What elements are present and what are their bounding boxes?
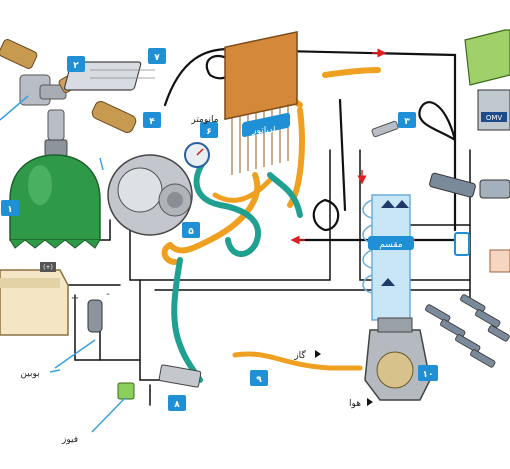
badge-2: ۲ — [67, 56, 85, 72]
radiator-label-box: رادیاتور — [242, 112, 290, 137]
svg-text:۱۰: ۱۰ — [423, 370, 434, 380]
air-arrow-icon — [367, 398, 373, 406]
battery-icon: (+) — [0, 262, 69, 336]
badge-4: ۴ — [143, 112, 161, 128]
battery-minus: - — [106, 289, 110, 300]
map-sensor-icon — [429, 172, 510, 199]
switch-icon — [158, 364, 202, 388]
battery-plus: + — [71, 293, 79, 304]
coil-label: بوبین — [20, 369, 39, 379]
radiator-icon — [224, 30, 298, 175]
coil-icon: + - — [71, 289, 110, 333]
badge-10: ۱۰ — [418, 365, 438, 381]
intake-manifold: مقسم — [362, 194, 414, 321]
fuse-label: فیوز — [61, 435, 78, 445]
manometer-label: مانومتر — [190, 115, 218, 125]
svg-text:۵: ۵ — [188, 227, 194, 237]
fuse-icon — [117, 382, 135, 400]
brass-connector — [91, 101, 137, 133]
badge-1: ۱ — [1, 200, 19, 216]
badge-6: ۶ — [200, 122, 218, 138]
gas-label-group: گاز — [293, 349, 321, 361]
badge-3: ۳ — [398, 112, 416, 128]
svg-text:۳: ۳ — [404, 117, 410, 127]
gas-label: گاز — [293, 349, 306, 361]
svg-text:۷: ۷ — [154, 53, 160, 63]
callout-lines — [0, 95, 126, 433]
badge-8: ۸ — [168, 395, 186, 411]
badge-9: ۹ — [250, 370, 268, 386]
svg-text:۱: ۱ — [7, 205, 13, 215]
gauge-icon — [184, 142, 210, 168]
svg-text:۶: ۶ — [206, 127, 212, 137]
connector-icon — [454, 232, 470, 256]
injector-icon — [425, 294, 510, 368]
ecu-label: OMV — [486, 114, 503, 122]
tank-icon — [9, 154, 101, 249]
svg-text:۴: ۴ — [149, 117, 155, 127]
svg-text:۲: ۲ — [73, 61, 79, 71]
tank-valve-assembly — [0, 39, 84, 157]
air-label-group: هوا — [349, 398, 373, 409]
badge-5: ۵ — [182, 222, 200, 238]
throttle-icon — [364, 317, 431, 401]
ecu-icon: OMV — [464, 29, 510, 131]
battery-terminal-label: (+) — [43, 264, 53, 271]
reducer-icon — [107, 154, 193, 236]
sensor-icon — [371, 120, 399, 138]
badges: ۱ ۲ ۳ ۴ ۵ ۶ ۷ ۸ ۹ ۱۰ — [1, 48, 438, 411]
relay-icon — [489, 249, 510, 273]
gas-arrow-icon — [315, 350, 321, 358]
svg-text:۹: ۹ — [256, 375, 262, 385]
svg-text:۸: ۸ — [174, 400, 180, 410]
badge-7: ۷ — [148, 48, 166, 64]
air-label: هوا — [349, 399, 361, 409]
radiator-label: رادیاتور — [251, 126, 280, 136]
intake-label: مقسم — [379, 240, 403, 250]
